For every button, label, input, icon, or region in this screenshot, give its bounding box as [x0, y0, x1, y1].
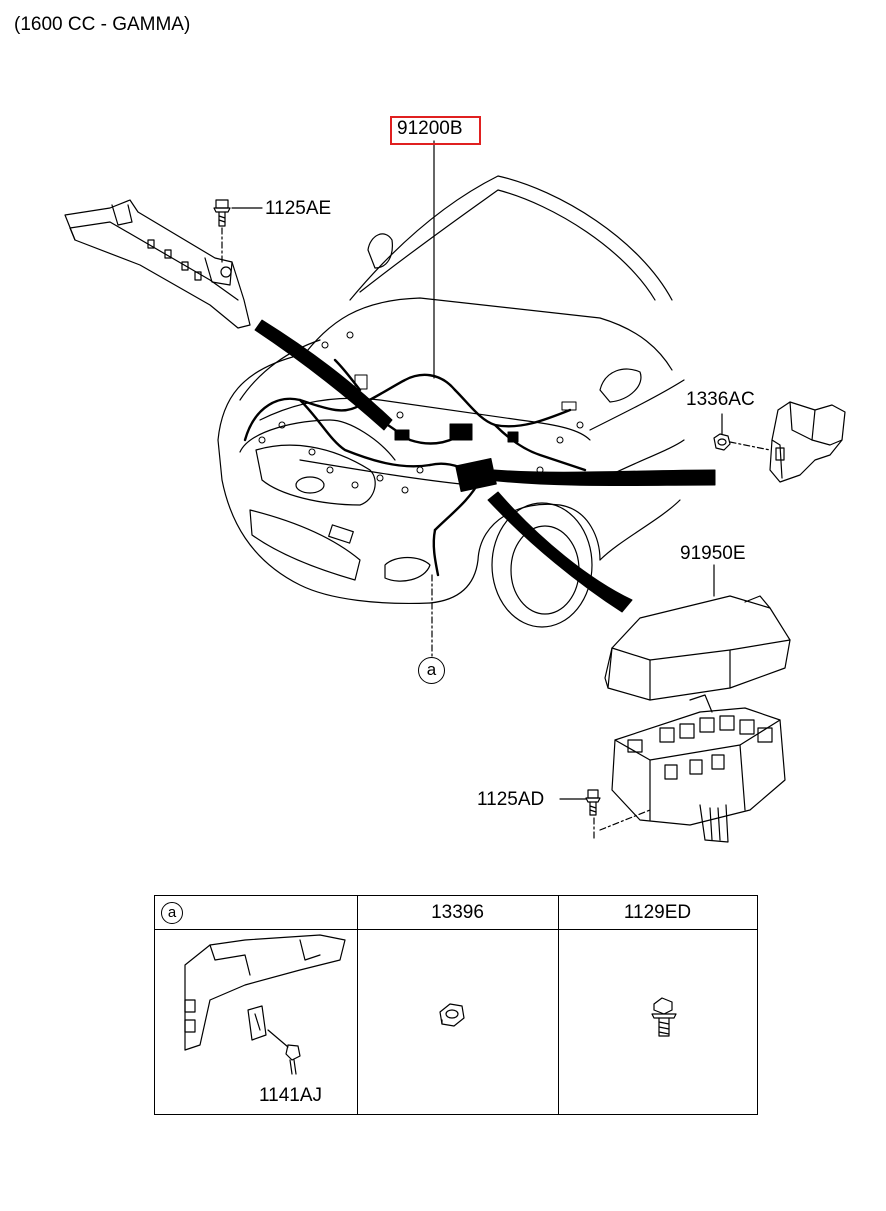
bolt-1125ad	[559, 789, 651, 841]
parts-table: a 13396 1129ED	[154, 895, 758, 1115]
nut-13396	[439, 1003, 465, 1027]
ref-circle-a[interactable]: a	[418, 657, 445, 684]
bolt-1141aj	[267, 1029, 301, 1075]
bolt-1125ae	[213, 199, 263, 263]
engine-note: (1600 CC - GAMMA)	[14, 14, 191, 35]
label-1125ae[interactable]: 1125AE	[265, 198, 332, 219]
fuse-box-cover	[604, 564, 791, 701]
label-1336ac[interactable]: 1336AC	[686, 389, 755, 410]
table-header-13396: 13396	[357, 896, 558, 930]
clip-1336ac	[713, 413, 771, 451]
table-header-1129ed: 1129ED	[558, 896, 757, 930]
table-divider	[558, 896, 559, 1114]
highlight-box-91200b	[390, 116, 481, 145]
label-91200b[interactable]: 91200B	[397, 118, 463, 139]
fuse-box-base	[611, 694, 786, 843]
car-body	[217, 175, 685, 628]
cell-a-bracket-drawing	[184, 934, 346, 1051]
pointer-bands	[254, 319, 716, 613]
label-1125ad[interactable]: 1125AD	[477, 789, 545, 810]
bolt-1129ed	[651, 997, 677, 1037]
harness-clips	[258, 331, 584, 494]
table-divider	[357, 896, 358, 1114]
front-bracket-part	[64, 199, 251, 329]
table-ref-circle-a: a	[161, 902, 183, 924]
table-header-a: a	[155, 896, 357, 930]
clip-bracket-part	[769, 401, 846, 483]
label-91950e[interactable]: 91950E	[680, 543, 746, 564]
label-1141aj[interactable]: 1141AJ	[259, 1085, 323, 1106]
